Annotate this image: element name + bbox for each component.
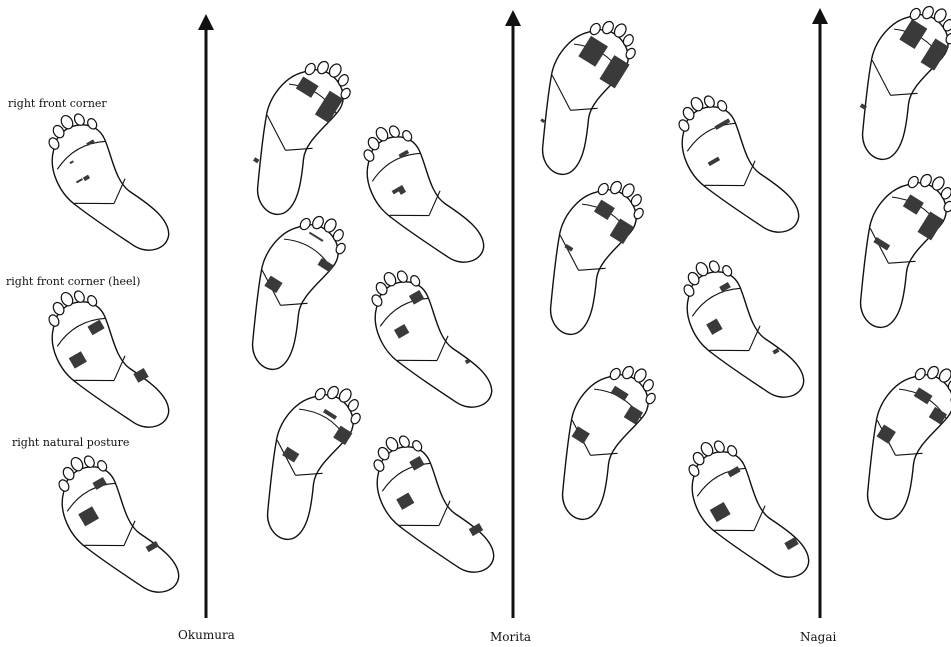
foot-morita-r3 (525, 349, 673, 525)
foot-morita-l2 (353, 256, 498, 433)
arrow-head-okumura (198, 14, 214, 30)
foot-nagai-r2 (823, 157, 951, 333)
foot-ref-2 (30, 276, 175, 453)
foot-morita-r2 (513, 164, 661, 340)
foot-ref-1 (30, 99, 175, 276)
foot-nagai-r3 (830, 349, 951, 525)
foot-outline (823, 168, 951, 333)
foot-morita-l1 (345, 111, 490, 288)
foot-morita-l3 (355, 420, 501, 598)
pressure-patch (540, 118, 545, 123)
foot-nagai-l1 (660, 81, 805, 258)
arrow-head-morita (505, 10, 521, 26)
foot-okumura-2 (215, 199, 363, 375)
arrow-head-nagai (812, 8, 828, 24)
foot-ref-3 (40, 441, 185, 618)
foot-outline (830, 360, 951, 525)
foot-nagai-l2 (665, 246, 810, 423)
pressure-patch (253, 157, 259, 163)
foot-nagai-r1 (825, 0, 951, 165)
foot-okumura-1 (220, 44, 368, 220)
foot-outline (825, 0, 951, 165)
foot-morita-r1 (505, 4, 653, 180)
foot-nagai-l3 (670, 426, 815, 603)
foot-okumura-3 (230, 369, 378, 545)
